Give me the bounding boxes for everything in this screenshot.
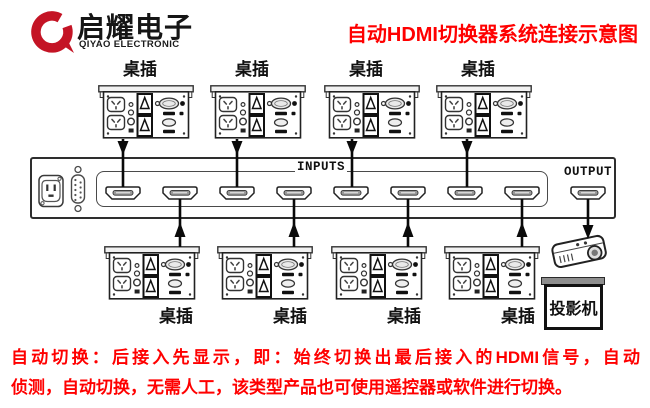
hdmi-input-port-4 bbox=[276, 186, 312, 200]
inputs-label: INPUTS bbox=[295, 160, 347, 174]
top-socket-label-1: 桌插 bbox=[123, 60, 157, 79]
bottom-socket-label-4: 桌插 bbox=[501, 307, 535, 326]
desk-socket-bottom-2 bbox=[217, 246, 313, 300]
desk-socket-bottom-3 bbox=[331, 246, 427, 300]
output-label: OUTPUT bbox=[563, 165, 612, 179]
desk-socket-top-4 bbox=[436, 85, 532, 139]
hdmi-input-port-5 bbox=[333, 186, 369, 200]
projector-label: 投影机 bbox=[549, 301, 598, 318]
hdmi-input-port-6 bbox=[390, 186, 426, 200]
desk-socket-top-2 bbox=[210, 85, 306, 139]
desk-socket-bottom-1 bbox=[104, 246, 200, 300]
power-inlet-icon bbox=[38, 174, 64, 208]
company-name-en: QIYAO ELECTRONIC bbox=[79, 39, 180, 50]
bottom-socket-label-3: 桌插 bbox=[387, 307, 421, 326]
company-name: 启耀电子 bbox=[77, 12, 194, 43]
top-socket-label-3: 桌插 bbox=[349, 60, 383, 79]
description-text: 自动切换：后接入先显示，即：始终切换出最后接入的HDMI信号，自动 侦测，自动切… bbox=[11, 343, 640, 403]
hdmi-input-port-1 bbox=[105, 186, 141, 200]
qiyao-logo-icon bbox=[31, 11, 74, 53]
desk-socket-top-3 bbox=[324, 85, 420, 139]
bottom-socket-label-2: 桌插 bbox=[273, 307, 307, 326]
description-line-1: 自动切换：后接入先显示，即：始终切换出最后接入的HDMI信号，自动 bbox=[11, 348, 640, 367]
top-socket-label-4: 桌插 bbox=[461, 60, 495, 79]
hdmi-input-port-8 bbox=[504, 186, 540, 200]
desk-socket-bottom-4 bbox=[444, 246, 540, 300]
hdmi-output-port bbox=[570, 186, 606, 200]
hdmi-input-port-2 bbox=[162, 186, 198, 200]
desk-socket-top-1 bbox=[98, 85, 194, 139]
top-socket-label-2: 桌插 bbox=[235, 60, 269, 79]
hdmi-input-port-3 bbox=[219, 186, 255, 200]
description-line-2: 侦测，自动切换，无需人工，该类型产品也可使用遥控器或软件进行切换。 bbox=[11, 378, 572, 397]
hdmi-input-port-7 bbox=[447, 186, 483, 200]
diagram-title: 自动HDMI切换器系统连接示意图 bbox=[346, 24, 638, 46]
rs232-db9-icon bbox=[68, 165, 88, 213]
projection-screen: 投影机 bbox=[544, 284, 603, 330]
projector-icon bbox=[548, 229, 610, 273]
bottom-socket-label-1: 桌插 bbox=[159, 307, 193, 326]
